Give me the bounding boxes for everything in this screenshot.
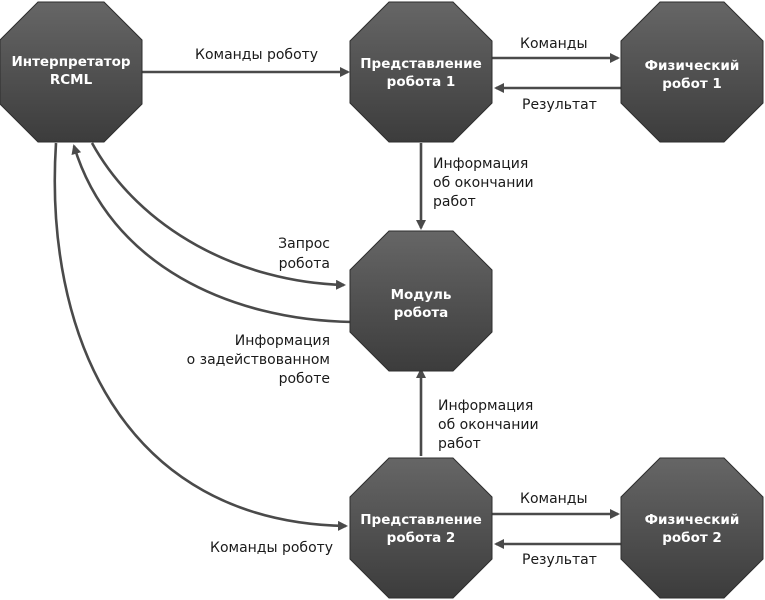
node-shape [0, 1, 143, 143]
node-label: робот 2 [662, 530, 722, 546]
label-representation2-to-physical2: Команды [520, 491, 588, 507]
node-physical2: Физический робот 2 [620, 457, 764, 599]
node-label: RCML [50, 72, 93, 88]
node-label: робота [394, 305, 449, 321]
node-interpreter: Интерпретатор RCML [0, 1, 143, 143]
node-shape [620, 1, 764, 143]
node-label: робота 1 [387, 74, 456, 90]
edge-interpreter-to-module [90, 142, 346, 290]
label-representation2-to-module: Информация об окончании работ [438, 398, 539, 452]
label-line: Информация [235, 333, 330, 349]
label-physical2-to-representation2: Результат [522, 552, 597, 568]
node-representation2: Представление робота 2 [349, 457, 493, 599]
node-label: робот 1 [662, 76, 722, 92]
node-label: Интерпретатор [11, 54, 130, 70]
label-interpreter-to-representation2: Команды роботу [210, 540, 333, 556]
node-label: Физический [645, 512, 740, 528]
label-interpreter-to-representation1: Команды роботу [195, 47, 318, 63]
node-shape [620, 457, 764, 599]
node-robot-module: Модуль робота [349, 230, 493, 372]
label-line: Информация [438, 398, 533, 414]
label-line: робота [279, 256, 330, 272]
edge-labels: Команды роботу Команды Результат Информа… [187, 36, 597, 568]
node-label: Модуль [391, 287, 452, 303]
label-line: работ [438, 436, 481, 452]
node-label: Физический [645, 58, 740, 74]
node-shape [349, 1, 493, 143]
label-module-to-interpreter: Информация о задействованном роботе [187, 333, 330, 387]
label-line: работ [433, 194, 476, 210]
node-label: Представление [360, 512, 482, 528]
node-shape [349, 230, 493, 372]
node-shape [349, 457, 493, 599]
label-interpreter-to-module: Запрос робота [278, 236, 330, 272]
edge-interpreter-to-representation2 [53, 142, 348, 531]
node-label: робота 2 [387, 530, 456, 546]
node-representation1: Представление робота 1 [349, 1, 493, 143]
node-label: Представление [360, 56, 482, 72]
label-line: об окончании [433, 175, 534, 191]
label-line: об окончании [438, 417, 539, 433]
label-line: о задействованном [187, 352, 330, 368]
edges [53, 53, 622, 549]
label-line: роботе [279, 371, 330, 387]
label-line: Запрос [278, 236, 330, 252]
edge-module-to-interpreter [71, 144, 353, 324]
label-representation1-to-module: Информация об окончании работ [433, 156, 534, 210]
label-representation1-to-physical1: Команды [520, 36, 588, 52]
label-line: Информация [433, 156, 528, 172]
label-physical1-to-representation1: Результат [522, 97, 597, 113]
node-physical1: Физический робот 1 [620, 1, 764, 143]
